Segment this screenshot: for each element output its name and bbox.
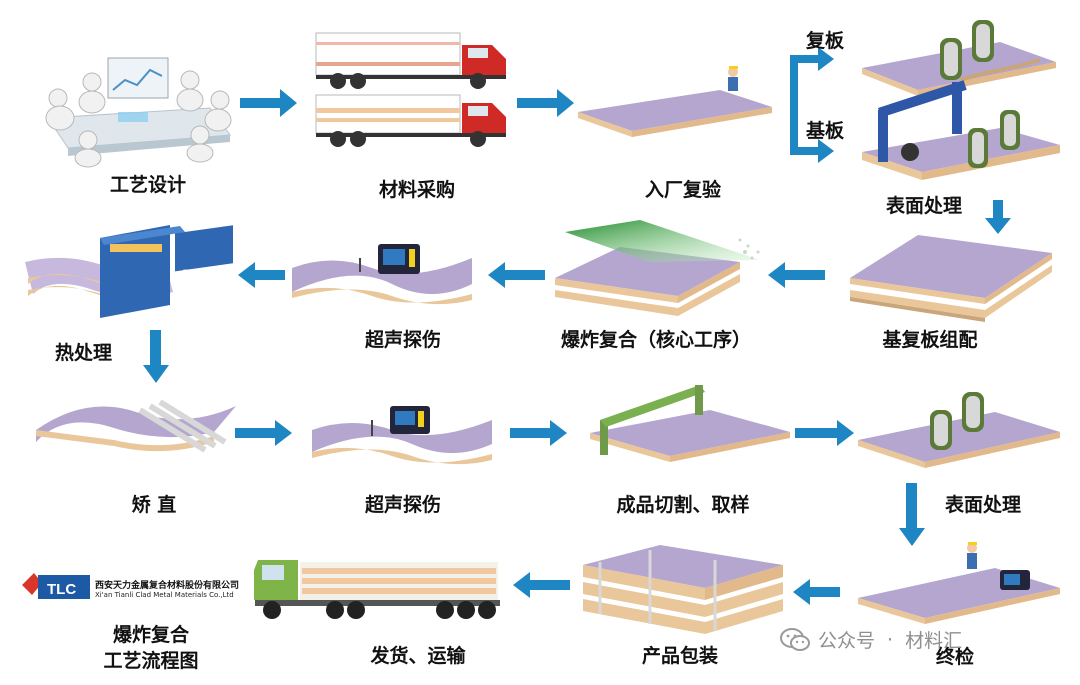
label-ut-1: 超声探伤	[364, 329, 442, 351]
cutting-machine	[590, 385, 790, 462]
arrow-right	[235, 420, 292, 446]
design-illustration	[45, 57, 232, 168]
label-base-plate: 基板	[806, 120, 845, 142]
ultrasonic-test-1	[292, 244, 472, 305]
arrow-left	[513, 572, 570, 598]
label-surface-2: 表面处理	[944, 494, 1022, 516]
diagram-title-line2: 工艺流程图	[103, 650, 199, 672]
arrow-left	[793, 579, 840, 605]
label-design: 工艺设计	[109, 174, 187, 196]
arrow-right	[795, 420, 854, 446]
label-inspect: 入厂复验	[644, 179, 722, 201]
label-straighten: 矫 直	[131, 494, 177, 516]
label-clad-plate: 复板	[806, 30, 845, 52]
label-assembly: 基复板组配	[882, 329, 978, 351]
surface-treatment-bottom	[862, 80, 1060, 180]
surface-treatment-2	[858, 392, 1060, 468]
flow-arrows	[143, 47, 1011, 605]
company-info: 西安天力金属复合材料股份有限公司 Xi'an Tianli Clad Metal…	[95, 578, 239, 599]
diagram-title-line1: 爆炸复合	[112, 624, 190, 646]
label-shipping: 发货、运输	[370, 645, 466, 667]
arrow-right	[240, 89, 297, 117]
heat-treatment-furnace: 西安天力	[25, 225, 233, 318]
inspection-plate	[578, 66, 772, 137]
watermark: 公众号 · 材料汇	[780, 626, 962, 653]
packed-plates	[583, 545, 783, 634]
label-explosion: 爆炸复合（核心工序）	[560, 329, 752, 351]
label-purchase: 材料采购	[378, 179, 456, 201]
machine-logo: 西安天力	[183, 268, 223, 281]
logo-text: TLC	[47, 581, 76, 598]
arrow-down	[143, 330, 169, 383]
final-inspection	[858, 542, 1060, 624]
tlc-logo: TLC	[22, 573, 90, 599]
arrow-right	[517, 89, 574, 117]
label-heat: 热处理	[55, 342, 113, 364]
label-surface-1: 表面处理	[885, 195, 963, 217]
arrow-down	[899, 483, 925, 546]
shipping-truck	[254, 560, 500, 619]
straightening	[36, 399, 236, 453]
arrow-left	[488, 262, 545, 288]
company-name-cn: 西安天力金属复合材料股份有限公司	[95, 581, 240, 591]
label-final: 终检	[936, 646, 975, 668]
ultrasonic-test-2	[312, 406, 492, 465]
watermark-account: 公众号	[818, 630, 876, 652]
wechat-icon	[780, 627, 810, 651]
arrow-right	[510, 420, 567, 446]
assembly-plates	[850, 235, 1052, 322]
watermark-separator: ·	[887, 628, 894, 651]
arrow-split	[772, 47, 834, 163]
arrow-left	[238, 262, 285, 288]
label-ut-2: 超声探伤	[364, 494, 442, 516]
arrow-down	[985, 200, 1011, 234]
watermark-name: 材料汇	[905, 630, 963, 652]
explosion-bonding	[555, 220, 760, 316]
label-packing: 产品包装	[641, 645, 719, 667]
arrow-left	[768, 262, 825, 288]
company-name-en: Xi'an Tianli Clad Metal Materials Co.,Lt…	[95, 591, 234, 599]
truck-illustration	[315, 32, 506, 147]
label-cutting: 成品切割、取样	[616, 494, 750, 516]
